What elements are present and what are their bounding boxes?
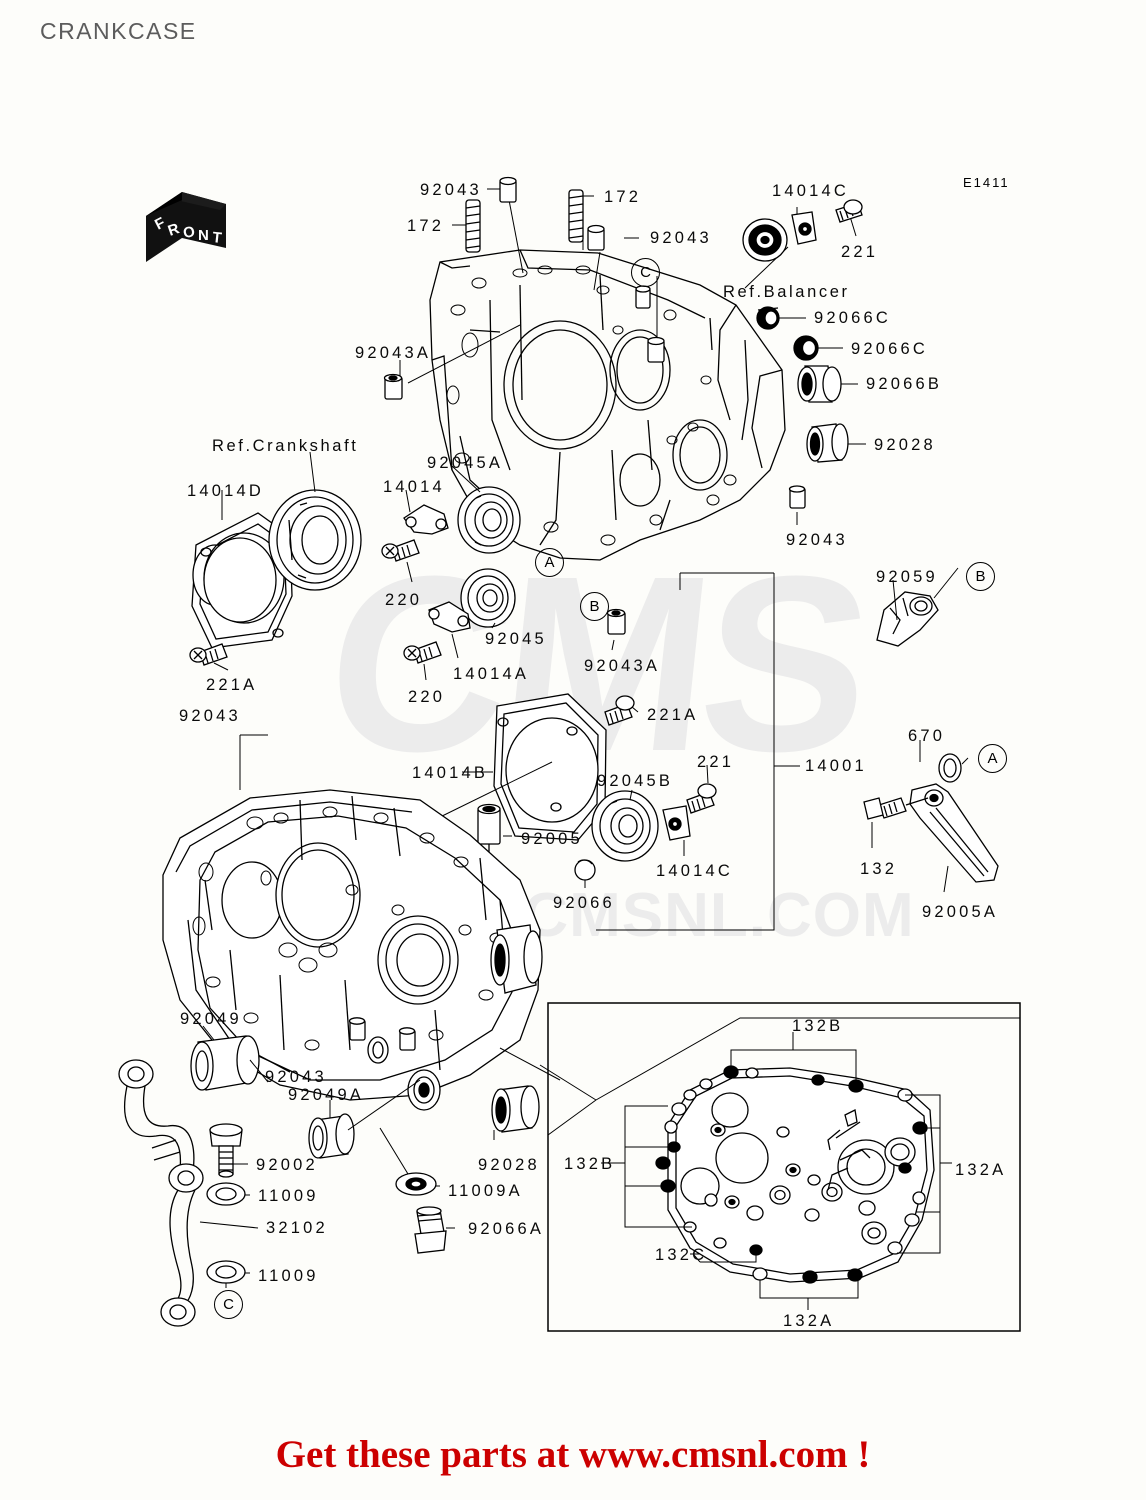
callout-221: 221 [841,243,879,261]
callout-92043: 92043 [786,531,848,549]
callout-92045: 92045 [485,630,547,648]
callout-92066a: 92066A [468,1220,545,1238]
callout-92049a: 92049A [288,1086,365,1104]
callout-92028: 92028 [874,436,936,454]
callout-172: 172 [407,217,445,235]
circled-ref-b-mid: B [580,592,609,621]
callout-14014: 14014 [383,478,445,496]
callout-221a: 221A [206,676,258,694]
circled-ref-a-mid: A [535,548,564,577]
callout-92059: 92059 [876,568,938,586]
cmsnl-banner: Get these parts at www.cmsnl.com ! [275,1433,871,1476]
front-arrow-icon: F R O N T [146,192,226,262]
callout-14014a: 14014A [453,665,530,683]
callout-132: 132 [860,860,898,878]
callout-92066c: 92066C [851,340,928,358]
svg-text:T: T [212,229,223,247]
callout-92005a: 92005A [922,903,999,921]
callout-92066c: 92066C [814,309,891,327]
callout-92043: 92043 [265,1068,327,1086]
callout-92043a: 92043A [355,344,432,362]
callout-92043: 92043 [650,229,712,247]
callout-14014d: 14014D [187,482,264,500]
ref-label-crankshaft: Ref.Crankshaft [212,437,359,455]
callout-11009: 11009 [258,1267,319,1285]
callout-92005: 92005 [521,830,583,848]
callout-132a: 132A [783,1312,835,1330]
callout-92043: 92043 [179,707,241,725]
callout-670: 670 [908,727,946,745]
callout-220: 220 [385,591,423,609]
callout-92045a: 92045A [427,454,504,472]
callout-221: 221 [697,753,735,771]
callout-221a: 221A [647,706,699,724]
callout-14014c: 14014C [656,862,733,880]
circled-ref-c-bottom: C [214,1290,243,1319]
callout-92043a: 92043A [584,657,661,675]
svg-text:O: O [182,223,197,242]
callout-132a: 132A [955,1161,1007,1179]
callout-92002: 92002 [256,1156,318,1174]
callout-132b: 132B [564,1155,616,1173]
callout-14001: 14001 [805,757,867,775]
diagram-code: E1411 [963,175,1010,190]
callout-92043: 92043 [420,181,482,199]
callout-92066: 92066 [553,894,615,912]
watermark-url: WWW.CMSNL.COM [330,881,915,950]
callout-132b: 132B [792,1017,844,1035]
ref-label-balancer: Ref.Balancer [723,283,850,301]
callout-172: 172 [604,188,642,206]
callout-92066b: 92066B [866,375,943,393]
callout-32102: 32102 [266,1219,328,1237]
callout-14014c: 14014C [772,182,849,200]
callout-14014b: 14014B [412,764,489,782]
svg-text:N: N [198,227,209,244]
page-title: CRANKCASE [40,18,197,44]
callout-132c: 132C [655,1246,708,1264]
callout-92028: 92028 [478,1156,540,1174]
circled-ref-a-right: A [978,744,1007,773]
callout-11009: 11009 [258,1187,319,1205]
callout-11009a: 11009A [448,1182,523,1200]
circled-ref-b-right: B [966,562,995,591]
callout-92045b: 92045B [597,772,674,790]
callout-92049: 92049 [180,1010,242,1028]
callout-220: 220 [408,688,446,706]
circled-ref-c-top: C [631,258,660,287]
